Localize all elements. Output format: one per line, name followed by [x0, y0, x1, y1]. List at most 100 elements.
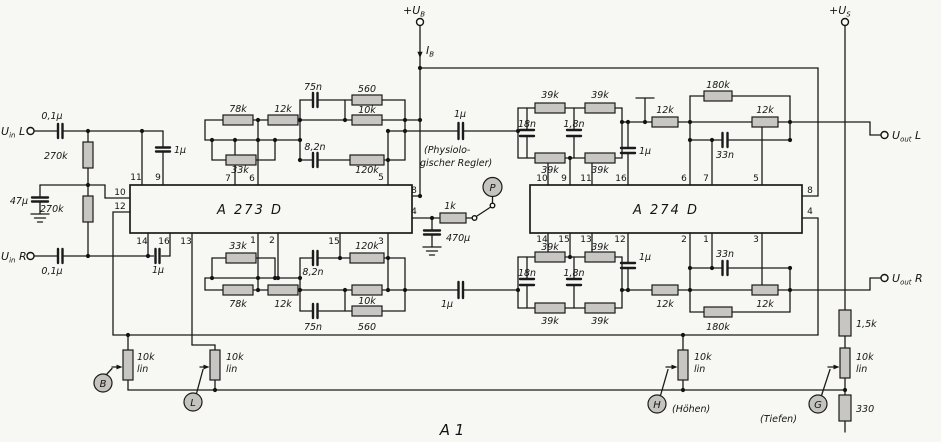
ic1-pin-14: 14: [136, 237, 148, 247]
lbl-couple-t: 1µ: [454, 109, 466, 120]
lbl-tiefen: (Tiefen): [760, 414, 797, 425]
lbl-180k-t: 180k: [706, 80, 730, 91]
lbl-10k-b: 10k: [358, 296, 376, 307]
lbl-r-270k-in: 270k: [44, 151, 68, 162]
lbl-12k-t2: 12k: [756, 105, 774, 116]
switch-contact-a: [471, 214, 478, 221]
pot-l-wiper-arrow: [203, 364, 210, 370]
lbl-75n-t: 75n: [304, 82, 322, 93]
lbl-78k-t: 78k: [229, 104, 247, 115]
ic2-pin-15: 15: [558, 235, 569, 245]
lbl-12k-t: 12k: [274, 104, 292, 115]
terminal-us: [840, 17, 850, 27]
ic1-pin-7: 7: [225, 174, 231, 184]
res-270k-bias: [82, 195, 94, 223]
lbl-c-47u: 47µ: [10, 196, 28, 207]
res-39k-t4: [584, 152, 616, 164]
lbl-pot-h-taper: lin: [694, 364, 705, 375]
terminal-ub: [415, 17, 425, 27]
lbl-12k-b2: 12k: [756, 299, 774, 310]
potentiometers: [122, 347, 851, 381]
lbl-39k-t3: 39k: [541, 165, 559, 176]
lbl-39k-t4: 39k: [591, 165, 609, 176]
pot-g-body: [839, 347, 851, 379]
label-ib: IB: [426, 44, 434, 59]
lbl-c-in-l: 0,1µ: [41, 111, 62, 122]
res-78k-bot: [222, 284, 254, 296]
lbl-560-t: 560: [358, 84, 376, 95]
ground-symbol-47u: [30, 213, 50, 223]
lbl-couple-b: 1µ: [441, 299, 453, 310]
res-78k-top: [222, 114, 254, 126]
ic-a273d-body: [129, 184, 413, 234]
junction-dots: [85, 65, 848, 393]
label-us: +US: [829, 4, 851, 19]
lbl-180k-b: 180k: [706, 322, 730, 333]
terminal-uin-l: [26, 126, 35, 136]
lbl-1k5: 1,5k: [856, 319, 877, 330]
res-10k-top: [351, 114, 383, 126]
knob-b-letter: B: [100, 379, 107, 390]
res-39k-t2: [584, 102, 616, 114]
ic1-pin-10: 10: [114, 188, 126, 198]
lbl-470u: 470µ: [446, 233, 470, 244]
ic2-pin-16: 16: [615, 174, 627, 184]
ic2-pin-5: 5: [753, 174, 759, 184]
knob-h-letter: H: [653, 400, 661, 411]
ic2-pin-8: 8: [807, 186, 813, 196]
lbl-33n-t: 33n: [716, 150, 734, 161]
lbl-pot-l-value: 10k: [226, 352, 244, 363]
res-12k-t1: [651, 116, 679, 128]
res-39k-t1: [534, 102, 566, 114]
pot-h-body: [677, 349, 689, 381]
label-uin-r: Uin R: [1, 250, 27, 265]
lbl-hoehen: (Höhen): [672, 404, 710, 415]
ic1-pin-12: 12: [114, 202, 125, 212]
lbl-1u-p16: 1µ: [639, 146, 651, 157]
lbl-39k-b1: 39k: [541, 242, 559, 253]
lbl-75n-b: 75n: [304, 322, 322, 333]
knob-g: [808, 394, 828, 414]
res-120k-bot: [349, 252, 385, 264]
res-12k-t2: [751, 116, 779, 128]
terminals: [26, 17, 889, 283]
res-33k-bot: [225, 252, 257, 264]
lbl-120k-b: 120k: [355, 241, 379, 252]
lbl-1k: 1k: [444, 201, 456, 212]
capacitor-plates: [30, 91, 729, 320]
ic1-pin-11: 11: [130, 173, 141, 183]
ic2-pin-4: 4: [807, 207, 813, 217]
knob-h: [647, 394, 667, 414]
knob-b: [93, 373, 113, 393]
ib-current-arrow: [417, 51, 423, 58]
res-180k-top: [703, 90, 733, 102]
res-12k-bot: [267, 284, 299, 296]
res-180k-bot: [703, 306, 733, 318]
ic2-pin-3: 3: [753, 235, 759, 245]
knob-p-letter: P: [489, 183, 496, 194]
ic1-pin-1: 1: [250, 236, 256, 246]
res-39k-b1: [534, 251, 566, 263]
arrowheads: [116, 51, 840, 370]
res-39k-b4: [584, 302, 616, 314]
ic-a274d-body: [529, 184, 803, 234]
lbl-pot-g-value: 10k: [856, 352, 874, 363]
lbl-regler-2: gischer Regler): [420, 158, 492, 169]
terminal-uin-r: [26, 251, 35, 261]
lbl-pot-b-taper: lin: [137, 364, 148, 375]
lbl-c-1u-pin9: 1µ: [174, 145, 186, 156]
res-12k-b2: [751, 284, 779, 296]
control-knobs: [93, 176, 828, 414]
switch-contact-b: [489, 202, 496, 209]
lbl-82n-b: 8,2n: [302, 267, 323, 278]
ic1-pin-5: 5: [378, 173, 384, 183]
lbl-39k-t2: 39k: [591, 90, 609, 101]
ic2-pin-11: 11: [580, 174, 591, 184]
ic1-pin-15: 15: [328, 237, 339, 247]
res-12k-top: [267, 114, 299, 126]
lbl-82n-t: 8,2n: [304, 142, 325, 153]
res-39k-b2: [584, 251, 616, 263]
lbl-120k-t: 120k: [355, 165, 379, 176]
ic2-pin-9: 9: [561, 174, 567, 184]
lbl-33k-b: 33k: [229, 241, 247, 252]
